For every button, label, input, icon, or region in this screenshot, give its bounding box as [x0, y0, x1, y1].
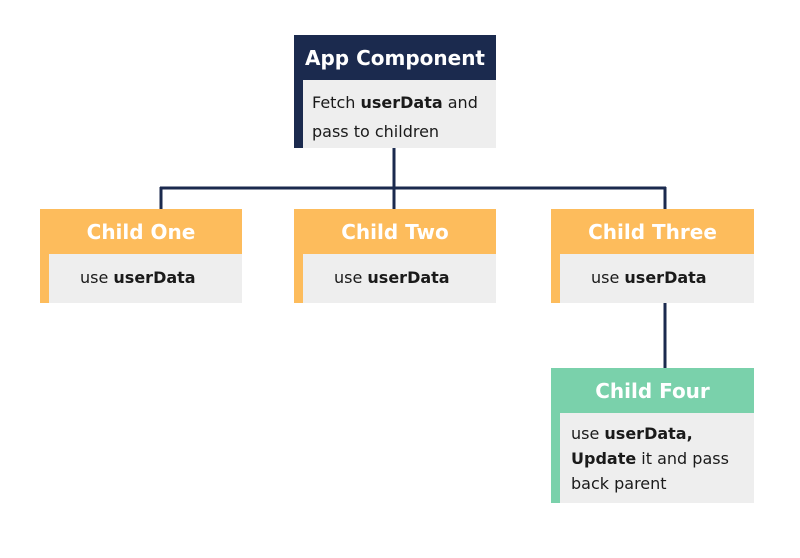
- desc-fragment: back parent: [571, 474, 667, 493]
- desc-fragment: it and pass: [636, 449, 729, 468]
- node-body: use userData: [551, 254, 754, 303]
- node-body: use userData, Update it and pass back pa…: [551, 413, 754, 503]
- node-child-one: Child One use userData: [40, 209, 242, 303]
- node-accent-bar: [294, 254, 303, 303]
- node-title: Child Two: [294, 209, 496, 254]
- desc-fragment: use: [571, 424, 605, 443]
- node-title: Child Three: [551, 209, 754, 254]
- node-accent-bar: [551, 413, 560, 503]
- desc-keyword: userData: [624, 268, 707, 287]
- node-description: use userData, Update it and pass back pa…: [571, 421, 751, 496]
- node-child-four: Child Four use userData, Update it and p…: [551, 368, 754, 503]
- node-app-component: App Component Fetch userData and pass to…: [294, 35, 496, 148]
- node-body: Fetch userData and pass to children: [294, 80, 496, 148]
- node-description: use userData: [591, 265, 707, 290]
- desc-keyword: userData: [360, 93, 443, 112]
- node-description: use userData: [80, 265, 196, 290]
- desc-fragment: and: [442, 93, 478, 112]
- desc-keyword: Update: [571, 449, 637, 468]
- node-body: use userData: [294, 254, 496, 303]
- node-description: Fetch userData and pass to children: [312, 88, 478, 146]
- node-description: use userData: [334, 265, 450, 290]
- node-title: Child Four: [551, 368, 754, 413]
- node-title: App Component: [294, 35, 496, 80]
- desc-fragment: pass to children: [312, 122, 440, 141]
- node-title: Child One: [40, 209, 242, 254]
- node-child-two: Child Two use userData: [294, 209, 496, 303]
- desc-keyword: userData: [113, 268, 196, 287]
- desc-fragment: Fetch: [312, 93, 361, 112]
- desc-fragment: use: [591, 268, 625, 287]
- node-child-three: Child Three use userData: [551, 209, 754, 303]
- node-accent-bar: [40, 254, 49, 303]
- node-body: use userData: [40, 254, 242, 303]
- node-accent-bar: [294, 80, 303, 148]
- desc-keyword: userData: [367, 268, 450, 287]
- node-accent-bar: [551, 254, 560, 303]
- desc-fragment: use: [334, 268, 368, 287]
- desc-fragment: use: [80, 268, 114, 287]
- desc-keyword: userData,: [604, 424, 693, 443]
